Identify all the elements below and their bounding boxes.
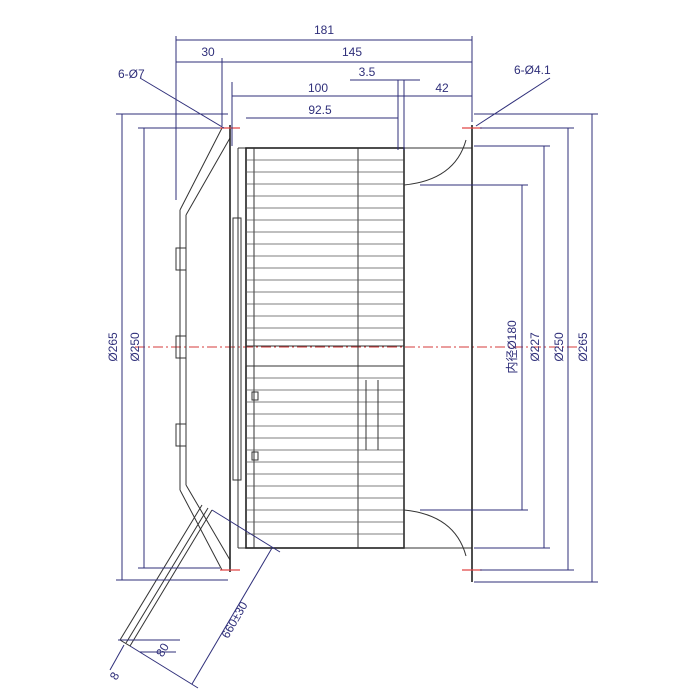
inlet-ring [403, 125, 473, 582]
dim-hub-length: 100 [308, 81, 328, 95]
cable [119, 504, 213, 647]
dim-left-holes: 6-Ø7 [118, 67, 145, 81]
dim-wheel-length: 145 [342, 45, 362, 59]
top-dimensions [139, 36, 551, 200]
dim-right-holes: 6-Ø4.1 [514, 63, 551, 77]
dim-cable-width: 80 [153, 640, 172, 659]
dim-left-bolt-circle: Ø250 [128, 332, 142, 362]
cable-dimensions [109, 509, 281, 689]
dim-blade-length: 92.5 [308, 103, 332, 117]
hole-markers [220, 127, 482, 571]
dim-right-outer-dia: Ø265 [576, 332, 590, 362]
impeller-wheel [245, 147, 405, 549]
dim-cable-end: 8 [107, 669, 123, 682]
dim-inlet-dia: Ø227 [528, 332, 542, 362]
right-dimensions [420, 113, 598, 583]
motor-flange [175, 125, 246, 572]
dim-overall-length: 181 [314, 23, 334, 37]
dim-inner-dia: 内径Ø180 [505, 320, 519, 374]
dim-right-bolt-circle: Ø250 [552, 332, 566, 362]
dim-inlet-length: 42 [435, 81, 449, 95]
dim-cable-length: 660±30 [218, 599, 250, 641]
dim-gap: 3.5 [359, 65, 376, 79]
left-dimensions [116, 113, 228, 581]
dim-left-outer-dia: Ø265 [106, 332, 120, 362]
dim-flange-offset: 30 [201, 45, 215, 59]
